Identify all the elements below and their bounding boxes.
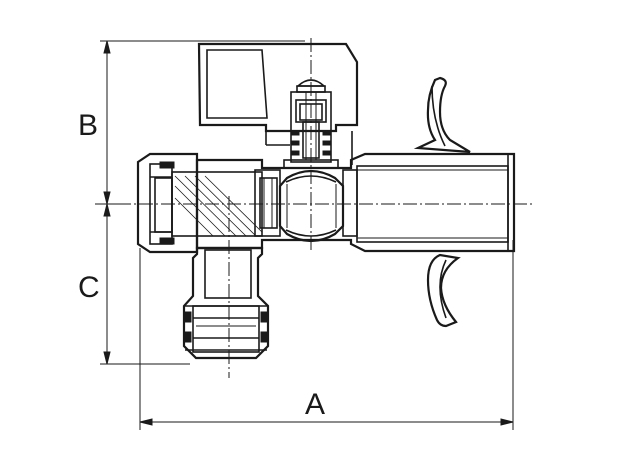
dimension-lines bbox=[100, 40, 514, 430]
dimension-c-label: C bbox=[78, 271, 100, 304]
valve-stem bbox=[283, 91, 339, 169]
dimension-b-label: B bbox=[78, 109, 98, 142]
outlet-fitting bbox=[182, 246, 270, 360]
centerlines bbox=[95, 38, 532, 378]
lever-handle bbox=[197, 42, 359, 165]
valve-body bbox=[136, 152, 516, 254]
handle-wing bbox=[413, 76, 471, 328]
dimension-a-label: A bbox=[305, 388, 325, 421]
section-hatching bbox=[174, 175, 263, 237]
